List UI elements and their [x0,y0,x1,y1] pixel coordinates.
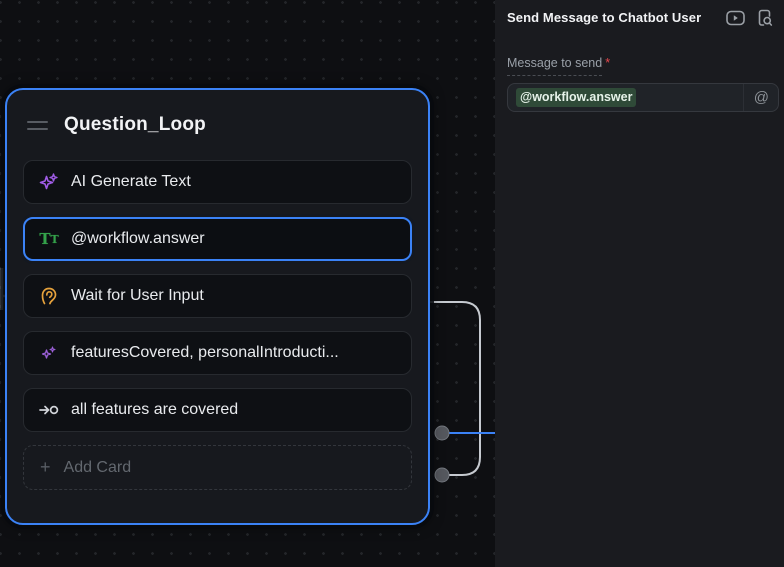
card-item-label: all features are covered [71,401,239,418]
connection-wires [0,268,495,483]
card-item-ai-generate-text[interactable]: AI Generate Text [23,160,412,204]
required-marker: * [605,56,611,70]
message-to-send-field: Message to send* @workflow.answer @ [507,56,779,112]
output-port-bottom[interactable] [434,467,450,483]
plus-icon: + [40,457,51,477]
card-item-label: @workflow.answer [71,230,205,247]
add-card-label: Add Card [63,458,132,476]
ear-icon [38,286,60,306]
ai-sparkles-icon [38,171,60,193]
node-title: Question_Loop [64,114,206,135]
card-item-label: AI Generate Text [71,173,191,190]
add-card-button[interactable]: + Add Card [23,445,412,490]
card-item-set-variables[interactable]: featuresCovered, personalIntroducti... [23,331,412,375]
loopback-wire [427,301,481,476]
message-settings-panel: Send Message to Chatbot User [495,0,784,567]
message-input[interactable]: @workflow.answer @ [507,83,779,112]
card-item-wait-for-user-input[interactable]: Wait for User Input [23,274,412,318]
card-item-label: Wait for User Input [71,287,204,304]
output-port-top[interactable] [434,425,450,441]
docs-search-icon[interactable] [754,8,774,28]
arrow-to-circle-icon [38,402,60,418]
card-item-label: featuresCovered, personalIntroducti... [71,344,339,361]
small-sparkles-icon [38,345,60,361]
card-item-exit-condition[interactable]: all features are covered [23,388,412,432]
node-header: Question_Loop [27,114,412,136]
field-label: Message to send [507,56,603,76]
drag-handle-icon[interactable] [27,120,48,130]
mention-at-icon[interactable]: @ [742,84,778,111]
video-tutorial-icon[interactable] [725,8,745,28]
panel-title: Send Message to Chatbot User [507,10,702,25]
variable-token[interactable]: @workflow.answer [516,88,637,107]
